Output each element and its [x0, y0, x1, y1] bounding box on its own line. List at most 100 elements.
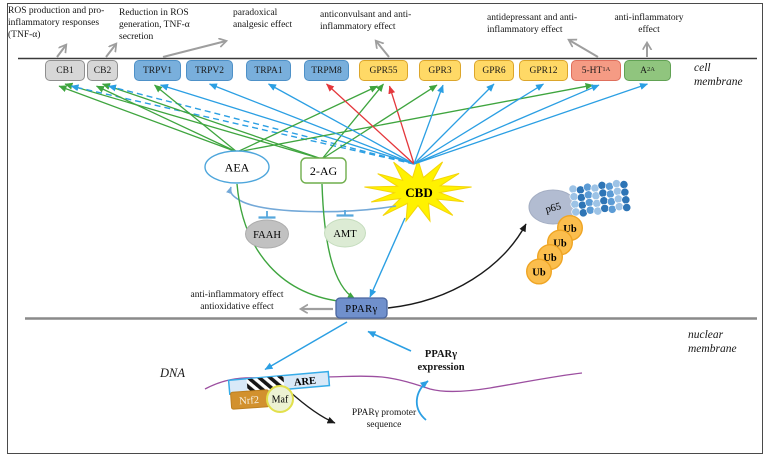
ub-label: Ub: [543, 253, 557, 264]
receptor-label-TRPV1: TRPV1: [142, 65, 173, 76]
pparg-are-arrow: [264, 321, 348, 371]
receptor-label-GPR6: GPR6: [482, 65, 506, 76]
annotation-gpr55: anticonvulsant and anti-inflammatory eff…: [320, 10, 412, 32]
maf-node: [266, 385, 294, 413]
edge-2-ag-gpr3: [321, 84, 438, 160]
nrf2-label: Nrf2: [239, 395, 260, 407]
proteasome-bead: [622, 203, 632, 212]
cbd-inhibition-path: [226, 186, 397, 219]
amt-label: AMT: [333, 229, 357, 240]
receptor-label-5-HT1A: 5-HT: [581, 65, 603, 76]
faah-label: FAAH: [253, 230, 281, 241]
expression-up-arrow: [415, 380, 429, 421]
pparg-p65-arrow: [387, 223, 527, 309]
edge-cbd-trpv2: [209, 83, 415, 165]
receptor-GPR12: GPR12: [519, 60, 568, 81]
cbd-label: CBD: [405, 185, 432, 200]
cb2-effect-arrow: [105, 44, 116, 58]
gpr55-effect-arrow: [376, 41, 390, 58]
are-promoter-arrow: [288, 390, 336, 424]
pparg-label: PPARγ: [345, 304, 377, 315]
aea-pparg-arrow: [236, 183, 347, 305]
annotation-trpv1: paradoxical analgesic effect: [233, 8, 293, 30]
faah-node: [245, 219, 289, 249]
edge-cbd-gpr55: [388, 85, 415, 165]
ub-label: Ub: [553, 238, 567, 249]
receptor-CB2: CB2: [87, 60, 118, 81]
edge-cbd-gpr6: [413, 83, 495, 165]
receptor-TRPM8: TRPM8: [304, 60, 349, 81]
annotation-a2a: anti-inflammatory effect: [614, 13, 684, 35]
amt-node: [324, 218, 366, 248]
pparg-expression-line2: expression: [417, 362, 465, 374]
receptor-GPR3: GPR3: [419, 60, 461, 81]
receptor-edges: [58, 82, 648, 165]
receptor-GPR55: GPR55: [359, 60, 408, 81]
annotation-ht1a: antidepressant and anti-inflammatory eff…: [487, 13, 578, 35]
proteasome-beads: [568, 179, 632, 218]
are-label: ARE: [294, 376, 317, 389]
edge-cbd-5-ht1a: [413, 84, 600, 165]
receptor-label-CB2: CB2: [93, 65, 112, 76]
proteasome-bead: [619, 180, 629, 189]
edge-aea-gpr55: [236, 85, 378, 153]
expression-pparg-arrow: [367, 330, 412, 352]
pparg-effect-line1: anti-inflammatory effect: [190, 290, 284, 300]
p65-label: p65: [544, 201, 562, 215]
receptor-CB1: CB1: [45, 60, 85, 81]
receptor-label-TRPM8: TRPM8: [311, 65, 342, 76]
cbd-pparg-arrow: [369, 217, 406, 298]
edge-2-ag-cb2: [102, 83, 323, 160]
edge-cbd-trpm8: [326, 83, 415, 165]
effect-arrows: [56, 40, 647, 58]
receptor-TRPA1: TRPA1: [246, 60, 291, 81]
receptor-TRPV1: TRPV1: [134, 60, 181, 81]
receptor-TRPV2: TRPV2: [186, 60, 233, 81]
receptor-label-GPR12: GPR12: [529, 65, 558, 76]
cbd-star: [364, 158, 472, 223]
pparg-node: [335, 297, 388, 319]
ub-label: Ub: [563, 224, 577, 235]
figure-border: [7, 3, 763, 454]
receptor-label-GPR3: GPR3: [428, 65, 452, 76]
edge-cbd-trpa1: [268, 83, 415, 165]
aea-label: AEA: [225, 161, 250, 175]
receptor-label-TRPA1: TRPA1: [254, 65, 283, 76]
nrf2-element: Nrf2: [230, 389, 270, 410]
are-element: ARE: [227, 370, 331, 396]
proteasome-bead: [621, 195, 631, 205]
edge-cbd-gpr3: [413, 84, 444, 165]
annotation-cb2: Reduction in ROS generation, TNF-α secre…: [119, 8, 190, 42]
ub-circle: [526, 258, 553, 285]
edge-aea-trpv1: [154, 84, 238, 153]
edge-cbd-gpr12: [413, 83, 544, 165]
edge-cbd-cb2: [108, 84, 415, 165]
ht1a-effect-arrow: [569, 40, 599, 58]
edge-cbd-trpv1: [160, 83, 415, 165]
maf-label: Maf: [272, 395, 289, 406]
edge-2-ag-gpr55: [321, 83, 385, 160]
edge-cbd-cb1: [70, 84, 415, 165]
promoter-text: PPARγ promoter sequence: [351, 408, 417, 430]
pparg-expression-line1: PPARγ: [424, 349, 458, 360]
edge-aea-5-ht1a: [236, 82, 594, 153]
ag2-pparg-arrow: [321, 183, 356, 300]
pparg-effect-text: anti-inflammatory effect antioxidative e…: [180, 290, 294, 314]
aea-node: [204, 150, 270, 184]
cbd-star-shape: [364, 158, 472, 223]
edge-aea-cb1: [58, 85, 238, 153]
receptor-label-CB1: CB1: [56, 65, 74, 76]
edge-aea-cb2: [96, 85, 238, 153]
pparg-expression-text: PPARγ expression: [408, 348, 474, 374]
dna-label: DNA: [160, 366, 185, 380]
receptor-sub-5-HT1A: 1A: [602, 66, 611, 74]
edge-cbd-a2a: [413, 83, 648, 165]
nuclear-membrane-label: nuclear membrane: [688, 329, 737, 356]
receptor-sub-A2A: 2A: [646, 66, 655, 74]
receptor-GPR6: GPR6: [474, 60, 514, 81]
receptor-label-GPR55: GPR55: [369, 65, 398, 76]
